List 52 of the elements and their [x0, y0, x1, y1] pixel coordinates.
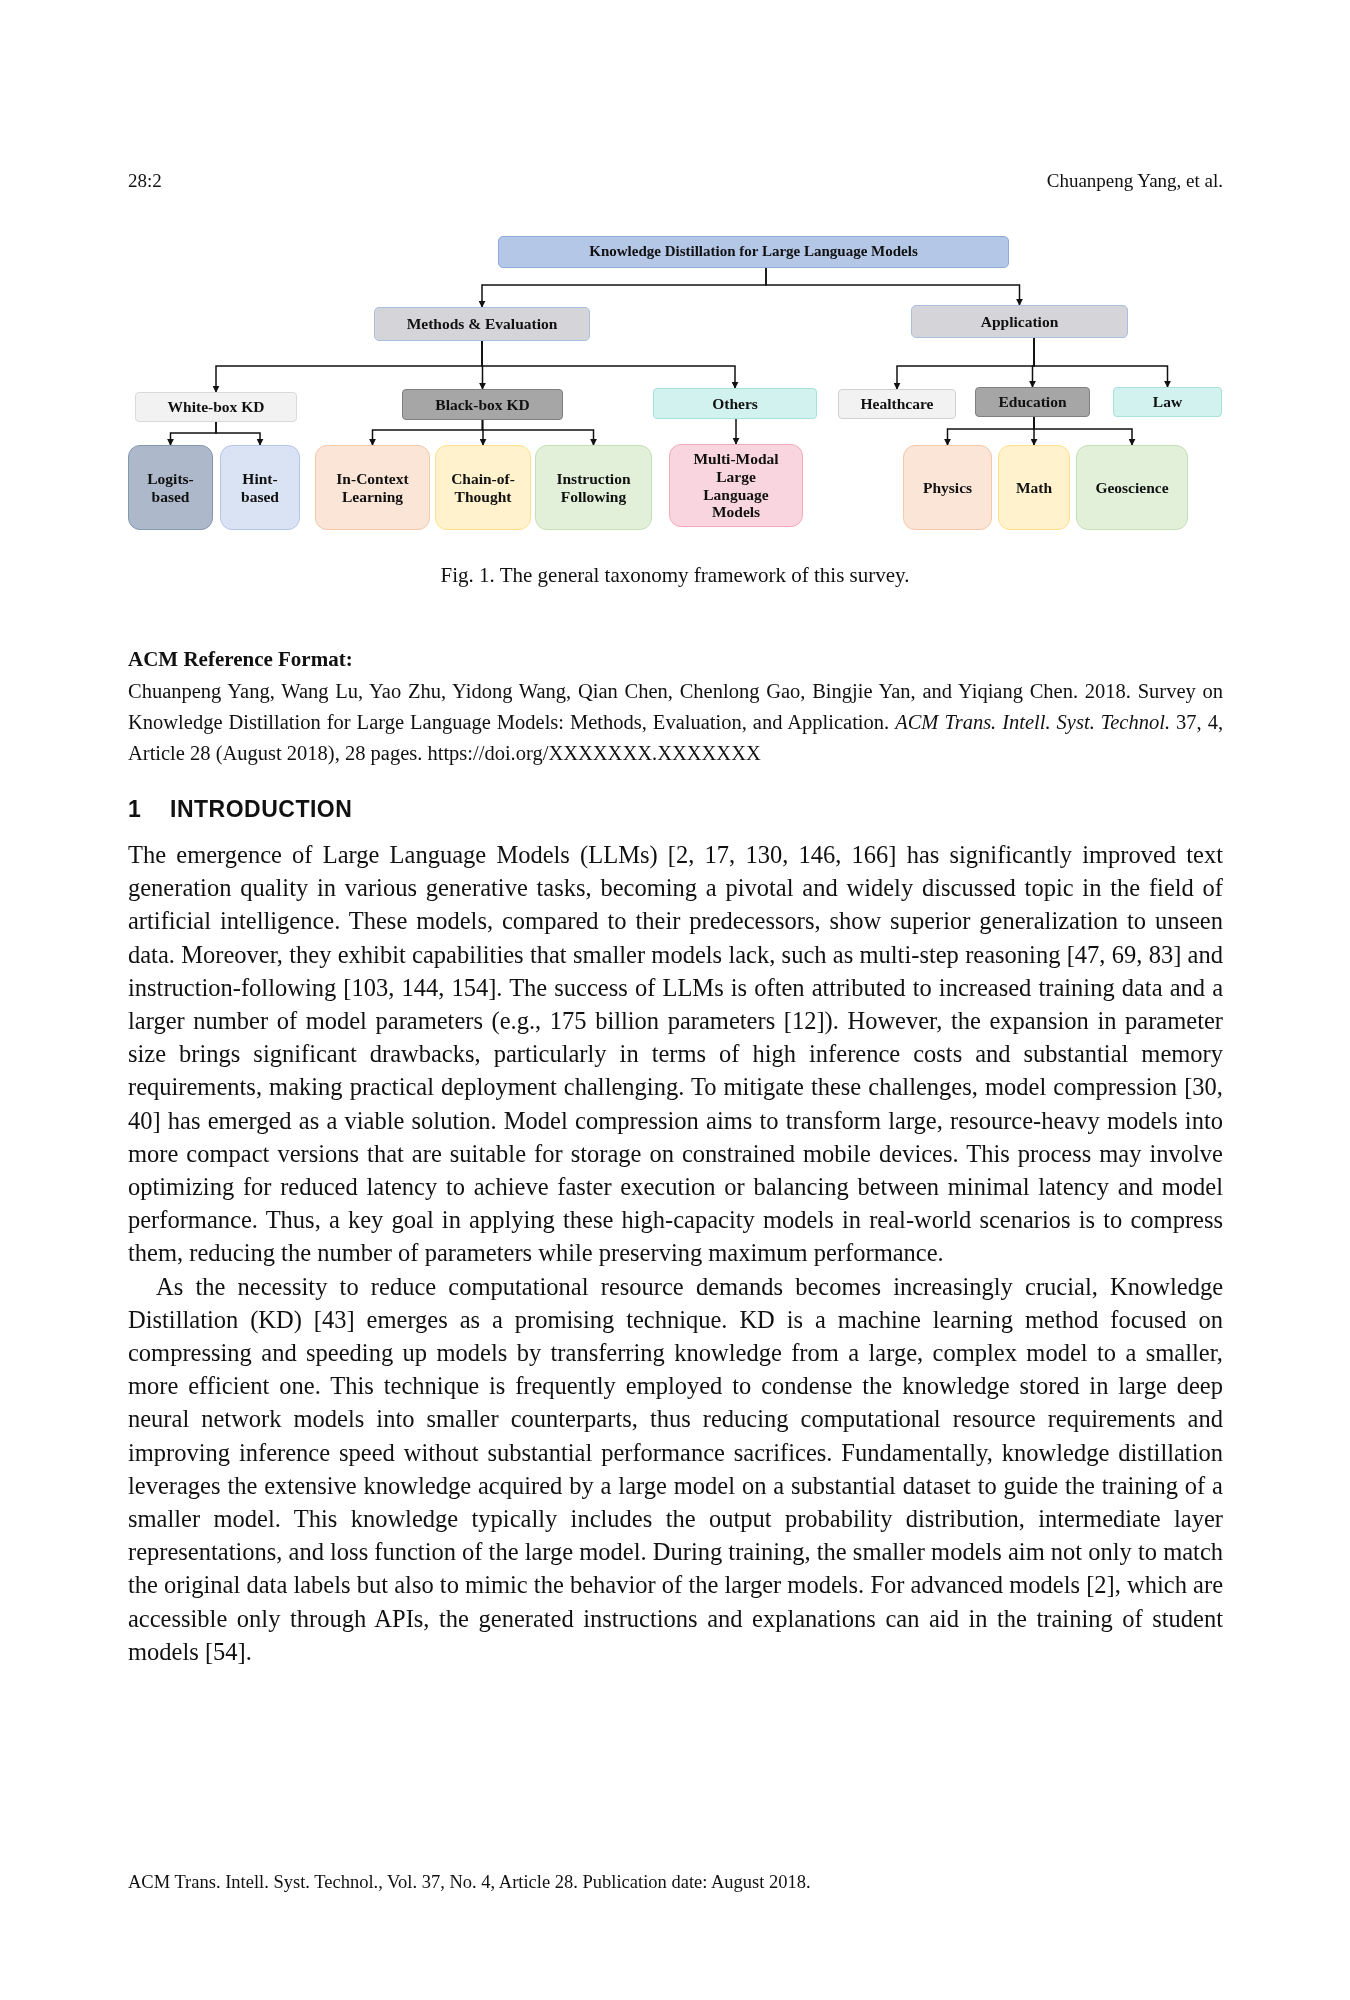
category-box — [998, 445, 1070, 530]
connector-arrow — [481, 419, 597, 446]
box-label: Application — [980, 312, 1059, 331]
box-label: Logits-based — [146, 469, 195, 506]
taxonomy-box — [498, 236, 1009, 268]
connector-arrow — [1033, 337, 1171, 388]
category-box — [435, 445, 531, 530]
box-label: Healthcare — [860, 395, 934, 413]
taxonomy-box — [402, 389, 563, 420]
taxonomy-box — [838, 389, 956, 419]
box-label: Chain-of-Thought — [450, 469, 516, 506]
reference-paragraph: Chuanpeng Yang, Wang Lu, Yao Zhu, Yidong Wang, Qian Chen, Chenlong Gao, Bingjie Yan, and Yiqiang Chen. 2018. Survey on Knowledge Distillation for Large Language Models: Methods, Evaluation, and Application. ACM Trans. Intell. Syst. Technol. 37, 4, Article 28 (August 2018), 28 pages. https://doi.org/XXXXXXX.XXXXXXX — [128, 679, 1223, 767]
box-label: Methods & Evaluation — [406, 315, 558, 333]
taxonomy-box — [911, 305, 1128, 338]
category-box — [1076, 445, 1188, 530]
section-number: 1 — [128, 796, 141, 823]
box-label: White-box KD — [167, 398, 265, 416]
body-paragraph: The emergence of Large Language Models (LLMs) [2, 17, 130, 146, 166] has significantly improved text generation quality in various generative tasks, becoming a pivotal and widely discussed topic in the field of artificial intelligence. These models, compared to their predecessors, show superior generalization to unseen data. Moreover, they exhibit capabilities that smaller models lack, such as multi-step reasoning [47, 69, 83] and instruction-following [103, 144, 154]. The success of LLMs is often attributed to increased training data and a larger number of model parameters (e.g., 175 billion parameters [12]). However, the expansion in parameter size brings significant drawbacks, particularly in terms of high inference costs and substantial memory requirements, making practical deployment challenging. To mitigate these challenges, model compression [30, 40] has emerged as a viable solution. Model compression aims to transform large, resource-heavy models into more compact versions that are suitable for storage on constrained mobile devices. This process may involve optimizing for reduced latency to achieve faster execution or balancing between minimal latency and model performance. Thus, a key goal in applying these high-capacity models in real-world scenarios is to compress them, reducing the number of parameters while preserving maximum performance. — [128, 840, 1223, 1269]
category-box — [220, 445, 300, 530]
box-label: Others — [712, 394, 758, 413]
category-box — [315, 445, 430, 530]
running-header: Chuanpeng Yang, et al. — [1046, 170, 1223, 192]
page-number: 28:2 — [128, 170, 162, 192]
taxonomy-box — [653, 388, 817, 419]
connector-arrow — [215, 421, 264, 446]
box-label: Geoscience — [1095, 478, 1169, 497]
box-label: Multi-Modal Large Language Models — [692, 449, 780, 522]
category-box — [128, 445, 213, 530]
box-label: Math — [1015, 478, 1053, 497]
category-box — [903, 445, 992, 530]
box-label: Knowledge Distillation for Large Language Models — [589, 243, 918, 261]
box-label: Hint-based — [240, 469, 280, 506]
page-footer: ACM Trans. Intell. Syst. Technol., Vol. 37, No. 4, Article 28. Publication date: August 2018. — [128, 1872, 811, 1893]
section-heading: INTRODUCTION — [170, 796, 353, 823]
box-label: Black-box KD — [435, 395, 530, 414]
body-paragraph: As the necessity to reduce computational resource demands becomes increasingly crucial, Knowledge Distillation (KD) [43] emerges as a promising technique. KD is a machine learning method focused on compressing and speeding up models by transferring knowledge from a large, complex model to a smaller, more efficient one. This technique is frequently employed to condense the knowledge stored in large deep neural network models into smaller counterparts, thus reducing computational resource requirements and improving inference speed without substantial performance sacrifices. Fundamentally, knowledge distillation leverages the extensive knowledge acquired by a large model on a substantial dataset to guide the training of a smaller model. This knowledge typically includes the output probability distribution, intermediate layer representations, and loss function of the large model. During training, the smaller models aim not only to match the original data labels but also to mimic the behavior of the larger models. For advanced models [2], which are accessible only through APIs, the generated instructions and explanations can aid in the training of student models [54]. — [128, 1271, 1223, 1667]
box-label: In-Context Learning — [335, 469, 410, 506]
taxonomy-box — [374, 307, 590, 341]
taxonomy-box — [1113, 387, 1222, 417]
connector-arrow — [1033, 416, 1136, 446]
category-box — [669, 444, 803, 527]
box-label: Education — [998, 393, 1067, 411]
taxonomy-box — [975, 387, 1090, 417]
connector-arrow — [765, 267, 1023, 306]
box-label: Physics — [922, 478, 973, 497]
figure-caption: Fig. 1. The general taxonomy framework of this survey. — [439, 563, 911, 588]
connector-arrow — [481, 340, 739, 389]
box-label: Law — [1152, 393, 1183, 411]
box-label: Instruction Following — [555, 469, 632, 506]
taxonomy-box — [135, 392, 297, 422]
category-box — [535, 445, 652, 530]
section-heading: ACM Reference Format: — [128, 647, 353, 672]
